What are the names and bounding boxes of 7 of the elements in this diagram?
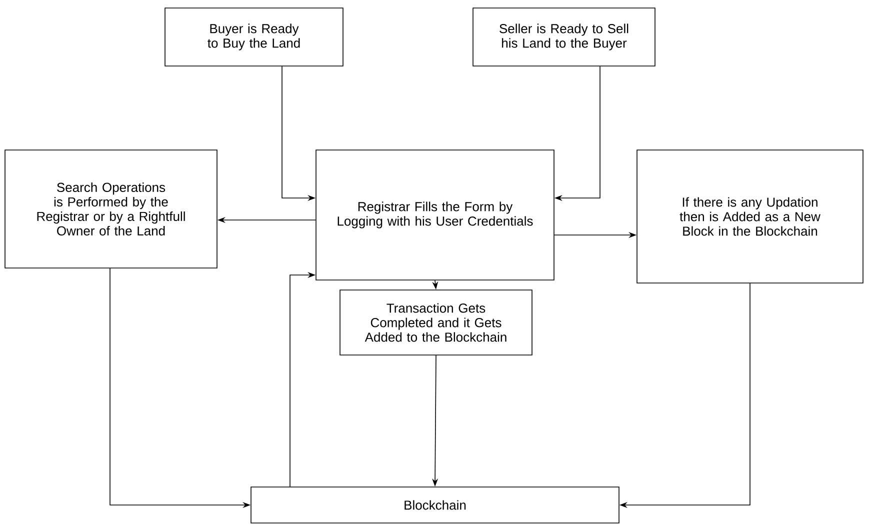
process-box: Buyer is Ready to Buy the Land: [164, 8, 344, 66]
process-box: If there is any Updation then is Added as a New Block in the Blockchain: [636, 150, 864, 284]
process-box: Registrar Fills the Form by Logging with his User Credentials: [316, 150, 554, 280]
process-box: Transaction Gets Completed and it Gets Added to the Blockchain: [340, 290, 532, 356]
process-box: Search Operations is Performed by the Registrar or by a Rightfull Owner of the Land: [4, 150, 218, 268]
process-box: Blockchain: [250, 486, 620, 524]
process-box: Seller is Ready to Sell his Land to the Buyer: [472, 8, 656, 66]
